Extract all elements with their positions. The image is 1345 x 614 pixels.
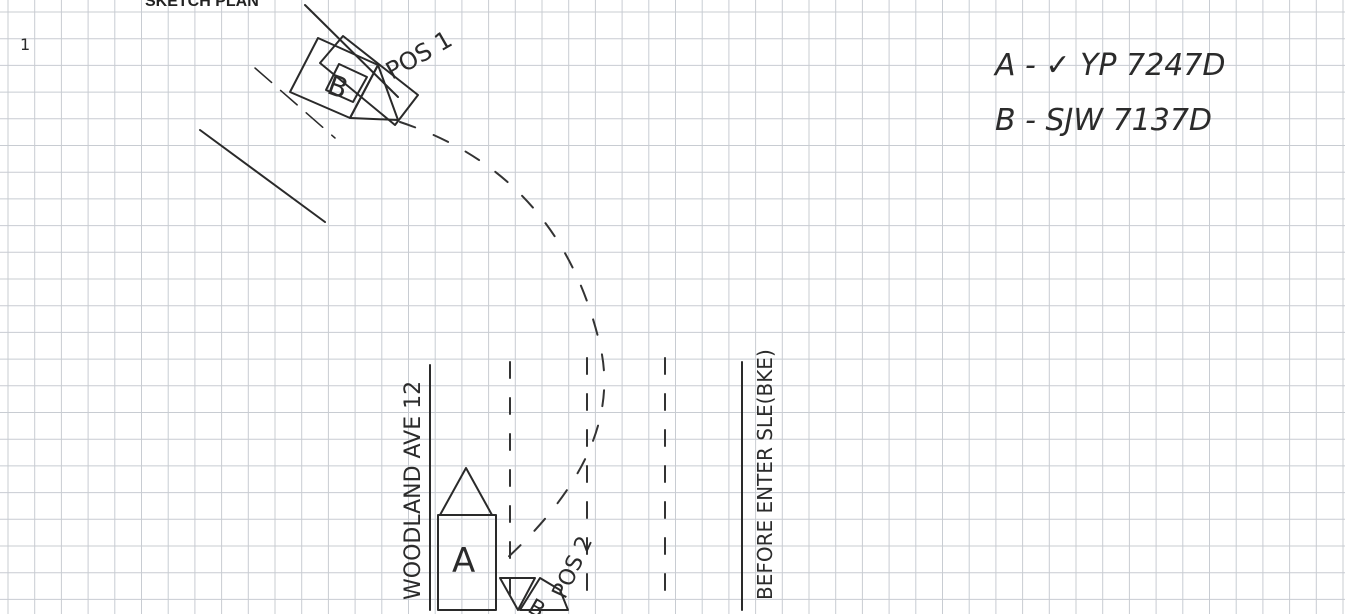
lower-road <box>429 357 743 611</box>
road-edge-line <box>304 4 399 98</box>
vehicle-a-front-arrow <box>439 467 493 516</box>
road-edge-line <box>199 129 326 223</box>
vehicle-b-inner-box <box>325 63 368 103</box>
vehicle-b-front-arrow <box>499 577 536 611</box>
legend-vehicle-b: B - SJW 7137D <box>995 103 1212 138</box>
vehicle-a-body <box>437 514 497 611</box>
upper-road-lines <box>199 4 399 223</box>
vehicle-b-front-arrow <box>349 64 399 121</box>
position-1-label: POS 1 <box>381 25 457 85</box>
page-title: SKETCH PLAN <box>145 0 259 10</box>
street-label-right: BEFORE ENTER SLE(BKE) <box>753 349 777 600</box>
vehicle-a: A <box>437 467 497 611</box>
margin-mark: 1 <box>20 35 30 54</box>
lane-divider-line <box>254 67 336 139</box>
vehicle-b-body <box>519 577 569 611</box>
vehicle-a-label: A <box>452 541 475 581</box>
vehicle-legend: A - ✓ YP 7247D B - SJW 7137D <box>993 48 1226 138</box>
vehicle-b-outline <box>319 35 419 126</box>
legend-vehicle-a: A - ✓ YP 7247D <box>993 48 1226 83</box>
street-label-left: WOODLAND AVE 12 <box>401 381 426 600</box>
position-2-label: POS 2 <box>548 533 598 603</box>
